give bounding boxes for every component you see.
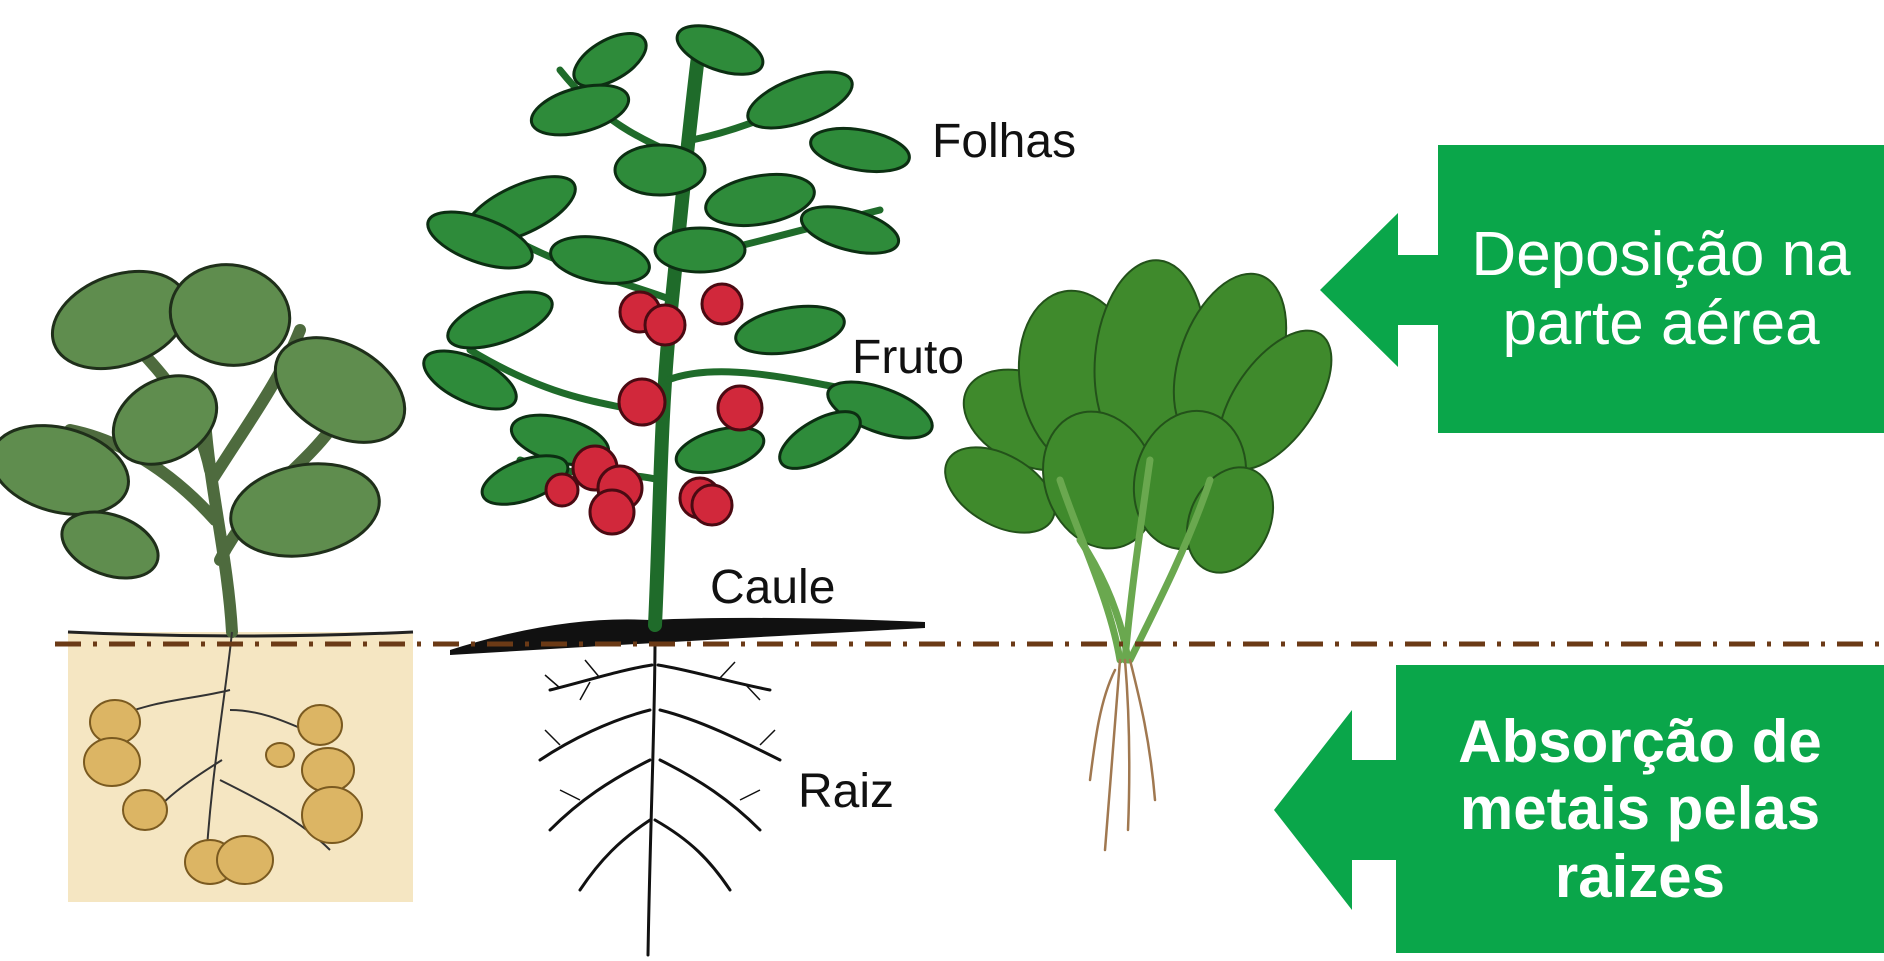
label-folhas: Folhas: [932, 118, 1076, 166]
label-raiz: Raiz: [798, 768, 894, 816]
arrow-deposition-line1: Deposição na: [1471, 220, 1850, 289]
arrow-absorption: Absorção de metais pelas raizes: [1396, 665, 1884, 953]
arrow-absorption-line1: Absorção de: [1458, 708, 1821, 775]
label-caule: Caule: [710, 564, 835, 612]
arrow-deposition-line2: parte aérea: [1502, 289, 1819, 358]
potato-plant: [0, 254, 423, 902]
arrow-absorption-line2: metais pelas: [1460, 775, 1820, 842]
label-fruto: Fruto: [852, 334, 964, 382]
arrow-bottom-head: [1274, 710, 1398, 910]
arrow-absorption-line3: raizes: [1555, 843, 1725, 910]
arrow-top-head: [1320, 213, 1440, 367]
arrow-deposition: Deposição na parte aérea: [1438, 145, 1884, 433]
spinach-plant: [931, 256, 1354, 850]
